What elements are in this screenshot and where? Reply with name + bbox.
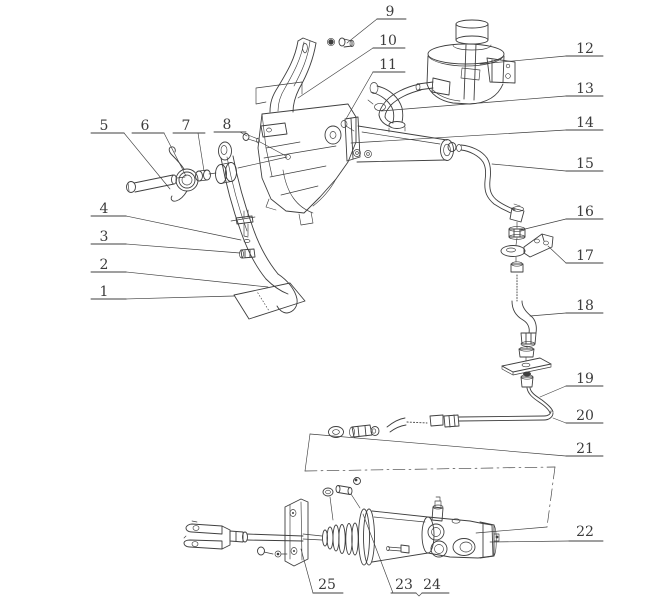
flex-hose-18: [510, 256, 537, 362]
pin-parts-23-24: [322, 477, 361, 521]
pipe-15: [447, 142, 516, 214]
pedal-shaft-5: [126, 156, 288, 193]
callout-label-24: 24: [423, 577, 441, 593]
callout-label-7: 7: [182, 118, 191, 134]
callout-leader-20: [552, 417, 567, 424]
master-cylinder-22: [371, 496, 500, 563]
torsion-spring-6: [168, 146, 199, 202]
callout-leader-9: [346, 18, 378, 44]
callout-leader-23: [415, 592, 423, 597]
bracket-17: [500, 233, 554, 258]
callout-label-8: 8: [223, 117, 232, 133]
pedal-bracket: [255, 37, 361, 226]
callout-label-17: 17: [576, 248, 594, 264]
callout-leader-16: [520, 218, 567, 231]
callout-leader-19: [539, 385, 567, 398]
callout-leader-25: [300, 548, 314, 594]
fitting-16: [508, 203, 526, 246]
callout-label-22: 22: [576, 524, 594, 540]
callout-label-2: 2: [100, 257, 109, 273]
callout-leader-22: [475, 526, 548, 534]
callout-label-1: 1: [100, 284, 109, 300]
callout-label-11: 11: [379, 57, 397, 73]
callout-label-10: 10: [379, 33, 397, 49]
boot-bellows: [322, 508, 375, 566]
reservoir: [415, 19, 516, 105]
callout-label-9: 9: [386, 4, 395, 20]
push-rod: [246, 533, 304, 558]
callout-leader-22: [489, 540, 570, 543]
callout-label-25: 25: [318, 577, 336, 593]
mount-bolt-9: [327, 37, 355, 48]
pedal-pad-1: [233, 282, 306, 320]
callout-leader-5: [123, 132, 171, 190]
callout-leader-8: [239, 131, 248, 137]
callout-label-14: 14: [576, 115, 594, 131]
callout-leader-18: [529, 312, 567, 317]
callout-leader-14: [350, 129, 567, 144]
callout-leader-3: [125, 243, 241, 254]
callout-leader-6: [163, 132, 187, 177]
boundary-line: [304, 433, 556, 528]
supply-hose-13: [367, 83, 422, 133]
bracket-25: [284, 498, 323, 567]
callout-leader-1: [125, 295, 235, 300]
callout-leader-10: [297, 47, 374, 99]
callout-label-13: 13: [576, 81, 594, 97]
pipe-end-fittings-21: [328, 424, 380, 438]
bushing-7: [195, 169, 211, 182]
callout-leader-23: [362, 513, 394, 594]
pedal-arm-2: [215, 141, 298, 314]
callout-label-5: 5: [100, 118, 109, 134]
callout-leader-4: [125, 215, 242, 241]
plate-and-fitting-19: [501, 357, 554, 414]
callout-label-15: 15: [576, 156, 594, 172]
pipe-20: [386, 410, 554, 433]
callout-leader-13: [380, 95, 567, 112]
callout-label-19: 19: [576, 371, 594, 387]
callout-leader-12: [479, 55, 567, 65]
callout-leader-15: [491, 163, 567, 172]
callout-label-6: 6: [141, 118, 150, 134]
callout-label-23: 23: [395, 577, 413, 593]
callout-leader-21: [309, 433, 567, 457]
callout-leader-2: [125, 271, 269, 288]
bolt-8: [242, 133, 287, 157]
clevis-fork: [183, 520, 248, 550]
callout-leader-7: [197, 132, 205, 172]
callout-leader-17: [547, 245, 567, 264]
callout-label-3: 3: [100, 229, 109, 245]
callout-label-4: 4: [100, 201, 109, 217]
callout-leader-11: [345, 71, 374, 120]
stop-parts-3-4: [230, 209, 256, 259]
callout-label-20: 20: [576, 408, 594, 424]
callout-label-18: 18: [576, 298, 594, 314]
callout-label-16: 16: [576, 204, 594, 220]
callout-label-21: 21: [576, 441, 594, 457]
callout-label-12: 12: [576, 41, 594, 57]
